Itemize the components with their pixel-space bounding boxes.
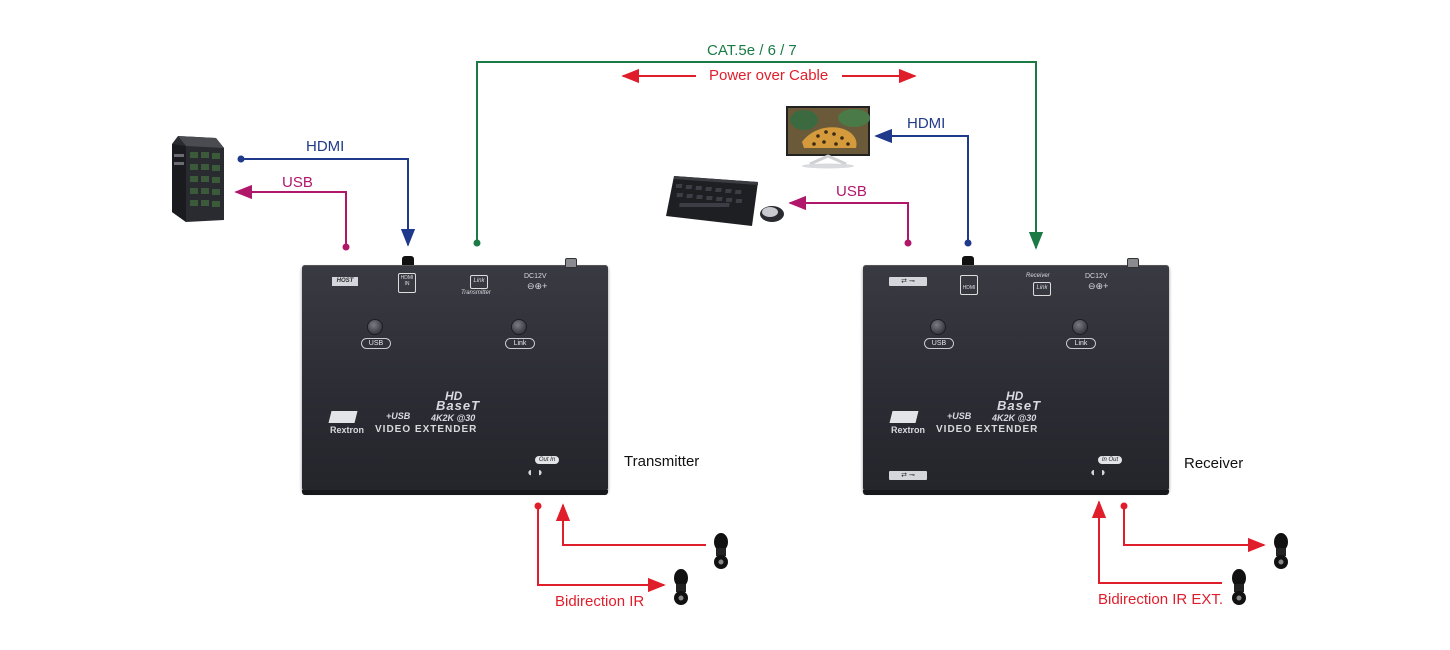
rx-link-led bbox=[1073, 320, 1087, 334]
rx-ir-port-tag: In Out bbox=[1098, 456, 1122, 464]
ir-sensor-icon bbox=[714, 533, 728, 569]
tx-dc-label: DC12V bbox=[524, 273, 547, 280]
tx-usb-led-label: USB bbox=[361, 338, 391, 349]
tx-product: VIDEO EXTENDER bbox=[375, 424, 478, 435]
rx-usb-port-icon: ⇄ ⊸ bbox=[889, 277, 927, 286]
rx-hd-text: HD bbox=[1006, 389, 1024, 403]
tx-hdmi-label: HDMI bbox=[306, 138, 345, 155]
tx-resolution: 4K2K @30 bbox=[431, 413, 476, 423]
rx-dc-knob bbox=[1127, 258, 1139, 268]
tx-hdmi-connector bbox=[402, 256, 414, 265]
rx-product: VIDEO EXTENDER bbox=[936, 424, 1039, 435]
tx-ir-label: Bidirection IR bbox=[555, 593, 645, 610]
ir-sensor-icon bbox=[674, 569, 688, 605]
rx-hdmi-line bbox=[874, 128, 972, 247]
rx-dc-symbol-icon: ⊖⊕+ bbox=[1088, 281, 1109, 291]
tx-ir-port-tag: Out In bbox=[535, 456, 559, 464]
tx-baset: BaseT bbox=[436, 398, 481, 413]
tx-usb-line bbox=[234, 184, 350, 251]
tx-hd-text: HD bbox=[445, 389, 463, 403]
rx-hdmi-port: HDMI bbox=[960, 275, 978, 295]
rx-brand: Rextron bbox=[891, 425, 926, 435]
rx-resolution: 4K2K @30 bbox=[992, 413, 1037, 423]
rx-usb-port-bottom-icon: ⇄ ⊸ bbox=[889, 471, 927, 480]
rx-link-sub: Receiver bbox=[1026, 273, 1050, 279]
power-label: Power over Cable bbox=[709, 67, 829, 84]
ir-sensor-icon bbox=[1274, 533, 1288, 569]
cat-cable-line bbox=[473, 61, 1044, 250]
rx-dc-label: DC12V bbox=[1085, 273, 1108, 280]
rx-hdmi-label: HDMI bbox=[907, 115, 946, 132]
tx-ir-port-icon: ◖ ◗ bbox=[526, 465, 544, 479]
tx-usb-plus: +USB bbox=[386, 411, 411, 421]
tx-usb-label: USB bbox=[282, 174, 313, 191]
tx-hdmi-in-port: HDMI IN bbox=[398, 273, 416, 293]
rx-link-led-label: Link bbox=[1066, 338, 1096, 349]
tx-hdmi-line bbox=[237, 155, 416, 247]
tx-dc-knob bbox=[565, 258, 577, 268]
rx-usb-line bbox=[788, 195, 912, 247]
monitor-icon bbox=[786, 106, 870, 169]
rx-usb-label: USB bbox=[836, 183, 867, 200]
rx-ir-label: Bidirection IR EXT. bbox=[1098, 591, 1224, 608]
rx-usb-plus: +USB bbox=[947, 411, 972, 421]
cable-label: CAT.5e / 6 / 7 bbox=[707, 42, 797, 59]
transmitter-caption: Transmitter bbox=[624, 453, 700, 470]
tx-dc-symbol-icon: ⊖⊕+ bbox=[527, 281, 548, 291]
tx-brand: Rextron bbox=[330, 425, 365, 435]
tx-ir-lines bbox=[534, 502, 706, 593]
pc-tower-icon bbox=[172, 136, 224, 222]
receiver-device: ⇄ ⊸ HDMI Receiver Link DC12V ⊖⊕+ USB Lin… bbox=[863, 265, 1169, 495]
tx-link-port: Link bbox=[470, 275, 488, 289]
rx-rextron-logo bbox=[889, 411, 919, 423]
rx-hdmi-connector bbox=[962, 256, 974, 265]
tx-rextron-logo bbox=[328, 411, 358, 423]
tx-link-led bbox=[512, 320, 526, 334]
ir-sensor-icon bbox=[1232, 569, 1246, 605]
transmitter-device: HOST HDMI IN Link Transmitter DC12V ⊖⊕+ … bbox=[302, 265, 608, 495]
tx-host-port-tag: HOST bbox=[332, 277, 358, 286]
tx-link-sub: Transmitter bbox=[461, 290, 491, 296]
rx-usb-led bbox=[931, 320, 945, 334]
rx-baset: BaseT bbox=[997, 398, 1042, 413]
rx-ir-port-icon: ◖ ◗ bbox=[1089, 465, 1107, 479]
receiver-caption: Receiver bbox=[1184, 455, 1244, 472]
tx-usb-led bbox=[368, 320, 382, 334]
keyboard-mouse-icon bbox=[666, 176, 784, 226]
rx-link-port: Link bbox=[1033, 282, 1051, 296]
rx-ir-lines bbox=[1091, 500, 1266, 584]
rx-usb-led-label: USB bbox=[924, 338, 954, 349]
tx-link-led-label: Link bbox=[505, 338, 535, 349]
